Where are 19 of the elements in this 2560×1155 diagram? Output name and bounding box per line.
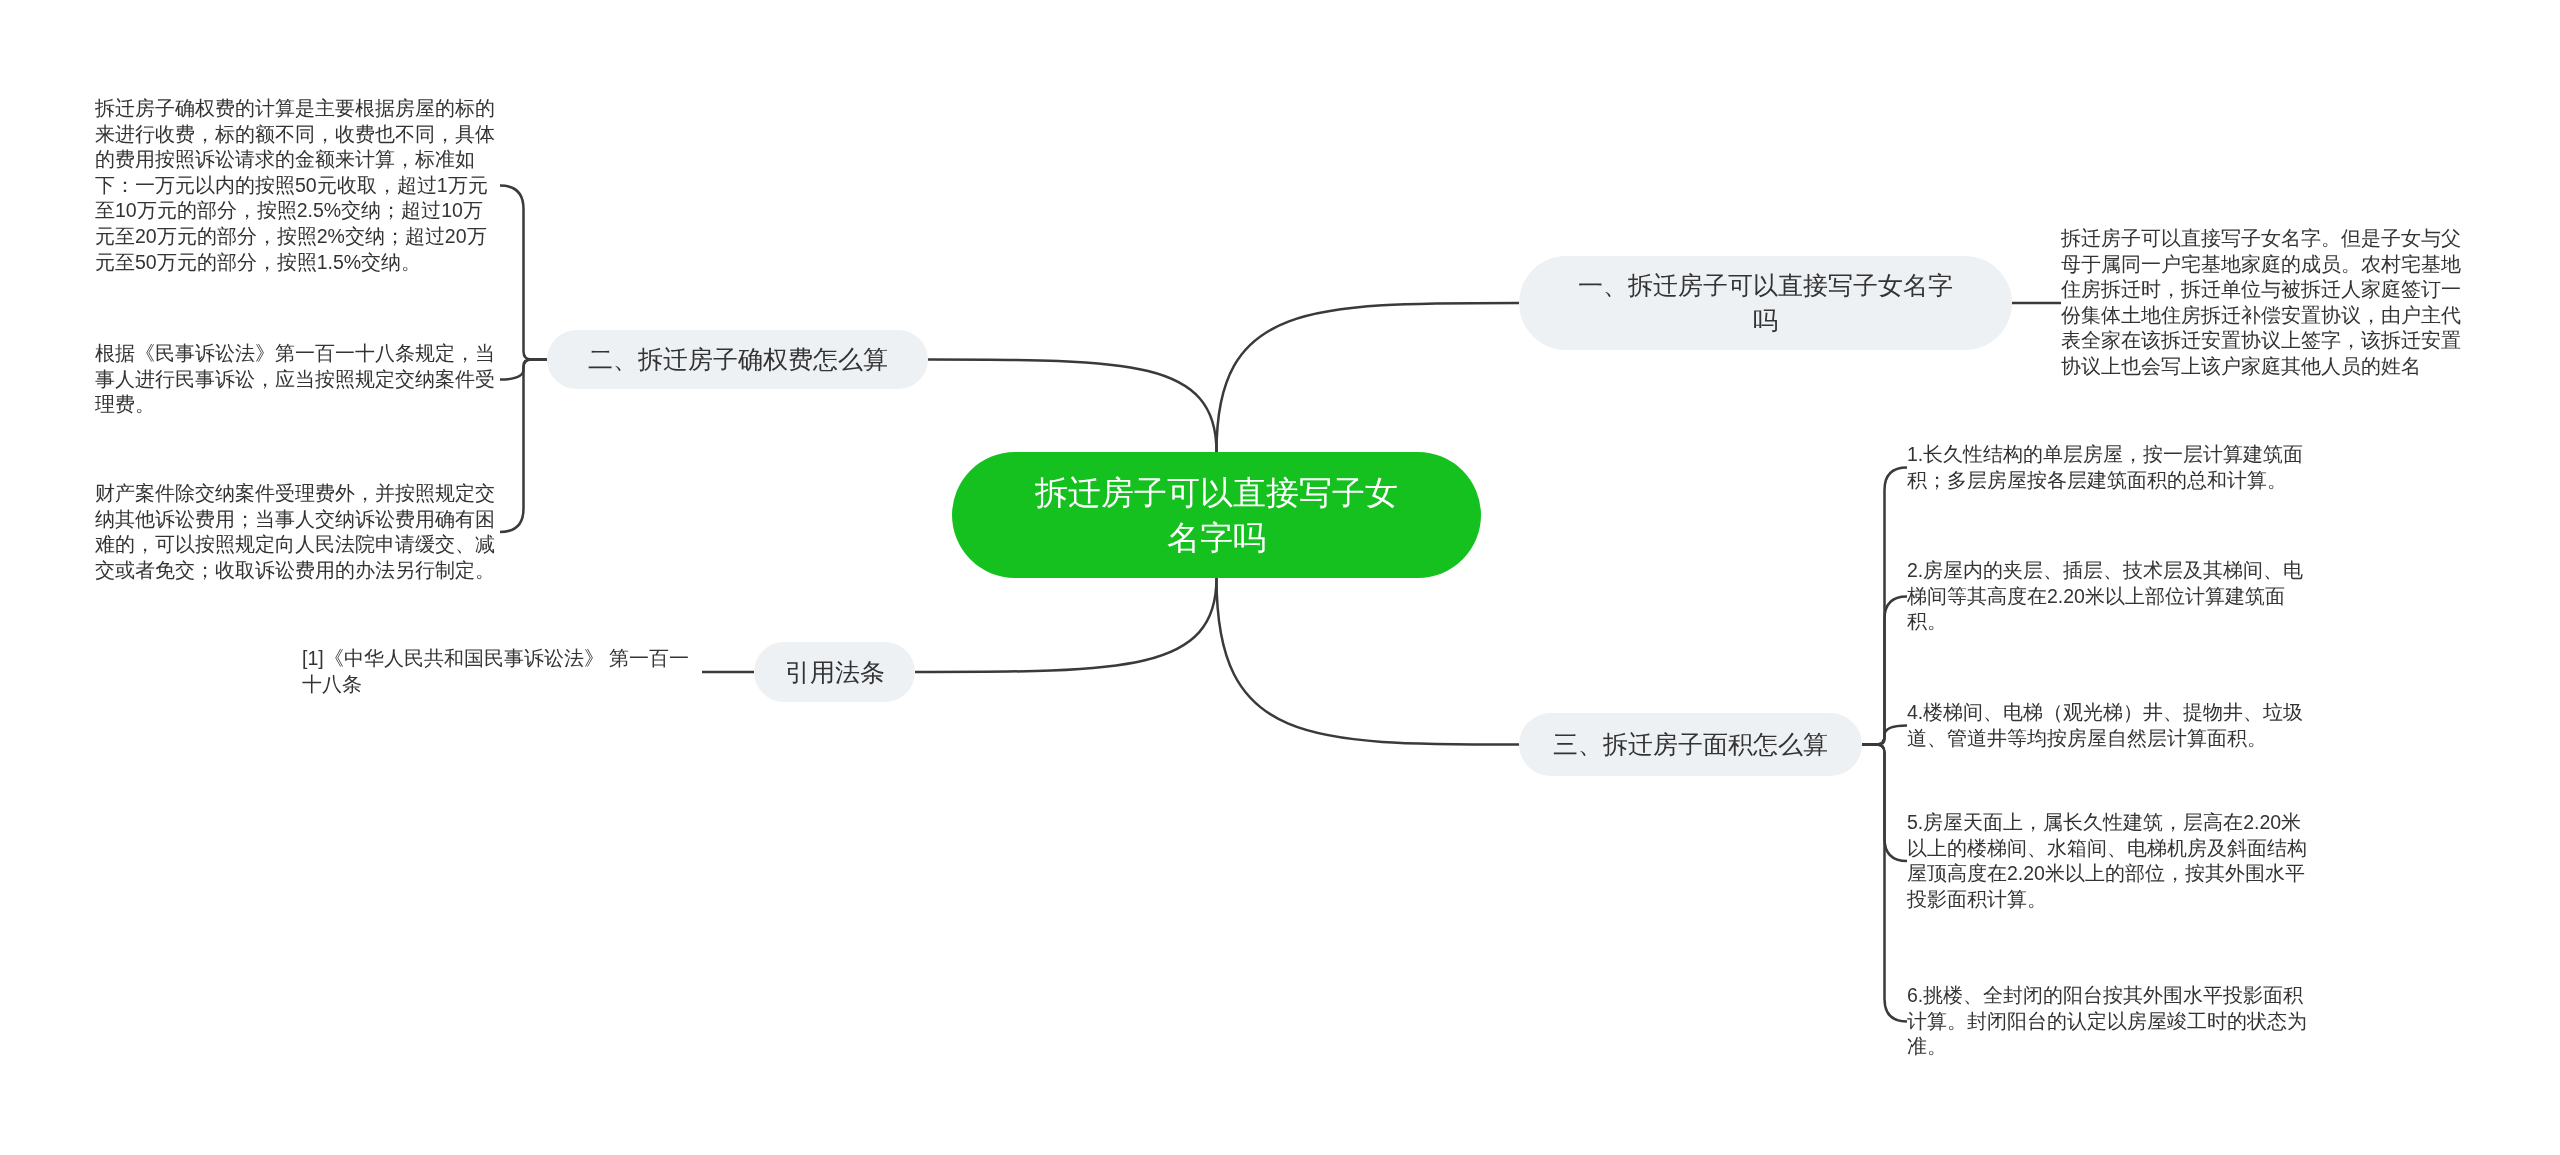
detail-text: 1.长久性结构的单层房屋，按一层计算建筑面积；多层房屋按各层建筑面积的总和计算。 [1907,442,2317,494]
connector-line [2012,301,2061,305]
detail-text: [1]《中华人民共和国民事诉讼法》 第一百一十八条 [302,646,702,698]
detail-text: 根据《民事诉讼法》第一百一十八条规定，当事人进行民事诉讼，应当按照规定交纳案件受理费。 [95,341,500,418]
connector-line [702,670,754,674]
branch-topic: 一、拆迁房子可以直接写子女名字吗 [1519,256,2012,350]
detail-text: 6.挑楼、全封闭的阳台按其外围水平投影面积计算。封闭阳台的认定以房屋竣工时的状态为准。 [1907,983,2317,1060]
connector-line [928,358,1218,453]
detail-text: 4.楼梯间、电梯（观光梯）井、提物井、垃圾道、管道井等均按房屋自然层计算面积。 [1907,700,2317,752]
branch-topic: 二、拆迁房子确权费怎么算 [547,330,928,389]
detail-text: 财产案件除交纳案件受理费外，并按照规定交纳其他诉讼费用；当事人交纳诉讼费用确有困难的，可以按照规定向人民法院申请缓交、减交或者免交；收取诉讼费用的办法另行制定。 [95,481,500,584]
detail-text: 5.房屋天面上，属长久性建筑，层高在2.20米以上的楼梯间、水箱间、电梯机房及斜面结构屋顶高度在2.20米以上的部位，按其外围水平投影面积计算。 [1907,810,2317,913]
connector-line [1215,577,1519,746]
detail-text: 拆迁房子可以直接写子女名字。但是子女与父母于属同一户宅基地家庭的成员。农村宅基地住房拆迁时，拆迁单位与被拆迁人家庭签订一份集体土地住房拆迁补偿安置协议，由户主代表全家在该拆迁安置协议上签字，该拆迁安置协议上也会写上该户家庭其他人员的姓名 [2061,226,2467,380]
main-topic: 拆迁房子可以直接写子女名字吗 [952,452,1481,578]
detail-text: 2.房屋内的夹层、插层、技术层及其梯间、电梯间等其高度在2.20米以上部位计算建筑面积。 [1907,558,2317,635]
detail-text: 拆迁房子确权费的计算是主要根据房屋的标的来进行收费，标的额不同，收费也不同，具体的费用按照诉讼请求的金额来计算，标准如下：一万元以内的按照50元收取，超过1万元至10万元的部分，按照2.5%交纳；超过10万元至20万元的部分，按照2%交纳；超过20万元至50万元的部分，按照1.5%交纳。 [95,96,500,276]
branch-topic: 三、拆迁房子面积怎么算 [1519,713,1862,776]
branch-topic: 引用法条 [754,642,915,702]
